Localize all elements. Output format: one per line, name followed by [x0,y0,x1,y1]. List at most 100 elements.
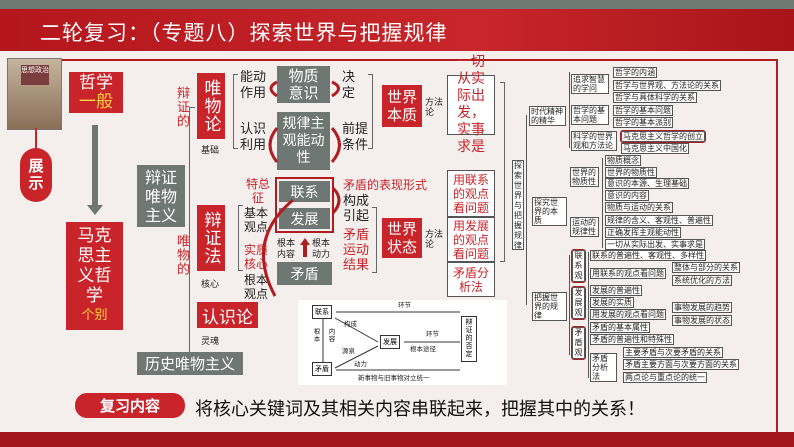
bracket [233,74,238,149]
tree-node: 一切从实际出发、实事求是 [605,239,705,250]
tree-node: 哲学与具体科学的关系 [613,92,697,103]
tree-node: 事物发展的状态 [672,315,732,326]
connector-line [35,128,37,150]
show-button[interactable]: 展示 [20,148,52,202]
title-bar [0,9,794,51]
page-title: 二轮复习：（专题八）探索世界与把握规律 [40,21,448,45]
bottom-band [0,432,794,447]
review-content-badge: 复习内容 [75,393,185,418]
tree-node: 世界的物质性 [570,167,599,187]
constitute-cause-label: 构成引起 [343,194,370,224]
tree-node: 追求智慧的学问 [571,74,609,94]
tree-node: 发展的实质 [590,297,634,308]
movement-result-label: 矛盾运动结果 [343,228,370,273]
dialectics-note: 核心 [201,280,220,290]
development-box: 发展 [279,208,330,229]
dialectical-materialism-box: 辩证唯物主义 [137,165,185,227]
tree-node: 探究世界的本质 [532,197,567,226]
use-development-box: 用发展的观点看问题 [447,217,495,262]
tree-node: 哲学与世界观、方法论的关系 [613,80,721,91]
methodology-label: 方法论 [425,230,444,250]
bracket [372,207,377,273]
historical-materialism-box: 历史唯物主义 [137,352,243,375]
tree-node: 把握世界的规律 [532,292,567,321]
arrow-shaft [303,244,307,257]
seek-truth-box: 一切从实际出发，实事求是 [447,54,495,155]
tree-node: 两点论与重点论的统一 [623,372,707,383]
tree-node: 世界的物质性 [605,167,657,178]
tree-node: 联系观 [571,249,586,283]
diagram-development: 发展 [380,335,400,349]
tree-node: 物质概念 [605,155,641,166]
diagram-lines [322,311,460,371]
epistemology-box: 认识论 [197,302,258,328]
tree-node: 矛盾主要方面与次要方面的关系 [623,359,739,370]
diagram-label: 新事物与旧事物对立统一 [358,374,430,382]
contradiction-box: 矛盾 [277,262,332,285]
materialism-box: 唯物论 [197,73,225,139]
tree-node: 发展的普遍性 [590,285,642,296]
fundamental-view-label: 根本观点 [244,273,269,301]
tree-node: 主要矛盾与次要矛盾的关系 [623,347,723,358]
law-subjective-box: 规律主观能动性 [277,112,330,170]
relationship-diagram: 联系 发展 矛盾 辩证的否定 环节 构成 根本 内容 源泉 动力 环节 根本途径… [298,300,507,385]
arrow-shaft [92,125,98,207]
tree-node: 用联系的观点看问题 [590,268,666,279]
arrow-down-icon [87,205,103,215]
tree-node: 发展观 [571,286,586,320]
diagram-label: 内容 [327,328,335,343]
tree-node: 矛盾的普遍性和特殊性 [590,334,674,345]
arrow-up-icon [300,238,310,245]
tree-line [526,115,527,305]
fundamental-content-label: 根本内容 [277,239,296,260]
tree-node: 运动的规律性 [570,217,599,237]
methodology-label: 方法论 [425,98,444,118]
tree-node: 哲学的基本问题 [613,105,673,116]
tree-node: 事物发展的趋势 [672,302,732,313]
tree-node: 联系的普遍性、客观性、多样性 [590,250,706,261]
tree-node: 用发展的观点看问题 [590,309,666,320]
tree-node: 哲学的基本问题 [571,105,609,125]
bracket [500,82,505,262]
materialism-note: 基础 [201,146,220,156]
tree-node: 矛盾分析法 [590,353,617,382]
active-role-label: 能动作用 [240,70,267,101]
tree-line [602,158,603,248]
diagram-label: 动力 [354,360,367,368]
tree-node: 意识的内容 [605,190,649,201]
tree-node: 系统优化的方法 [672,275,732,286]
marxist-philosophy-box: 马克思主义哲学个别 [66,222,123,330]
manifestation-label: 矛盾的表现形式 [343,178,428,192]
highlight-frame [275,177,334,233]
basic-view-label: 基本观点 [244,206,269,234]
tree-node: 马克思主义中国化 [621,143,689,154]
diagram-label: 构成 [344,320,357,328]
tree-node: 科学的世界观和方法论 [571,131,617,151]
diagram-label: 源泉 [342,347,355,355]
tree-node: 矛盾的基本属性 [590,322,650,333]
diagram-label: 根本 [312,328,320,343]
philosophy-box: 哲学一般 [69,72,123,113]
tree-line [569,72,570,148]
tree-node: 物质与运动的关系 [605,202,673,213]
precondition-label: 前提条件 [342,122,369,153]
world-essence-box: 世界本质 [382,85,422,127]
use-connection-box: 用联系的观点看问题 [447,170,495,217]
diagram-contradiction: 矛盾 [312,362,332,376]
content-frame [62,59,778,433]
cognize-use-label: 认识利用 [240,122,267,153]
top-strip [0,0,794,9]
world-state-box: 世界状态 [382,218,422,258]
bracket [238,205,243,271]
tree-line [588,252,589,378]
tree-node: 正确发挥主观能动性 [605,227,681,238]
tree-node: 马克思主义哲学的创立 [620,130,706,143]
decide-label: 决定 [342,70,356,101]
slogan-text: 将核心关键词及其相关内容串联起来，把握其中的关系！ [195,399,645,420]
tree-node: 矛盾观 [571,326,586,360]
tree-line [569,255,570,355]
tree-node: 意识的本源、生理基础 [605,178,689,189]
tree-node: 整体与部分的关系 [672,262,740,273]
bracket [368,74,373,149]
tree-root: 探索世界与把握规律 [512,160,524,250]
